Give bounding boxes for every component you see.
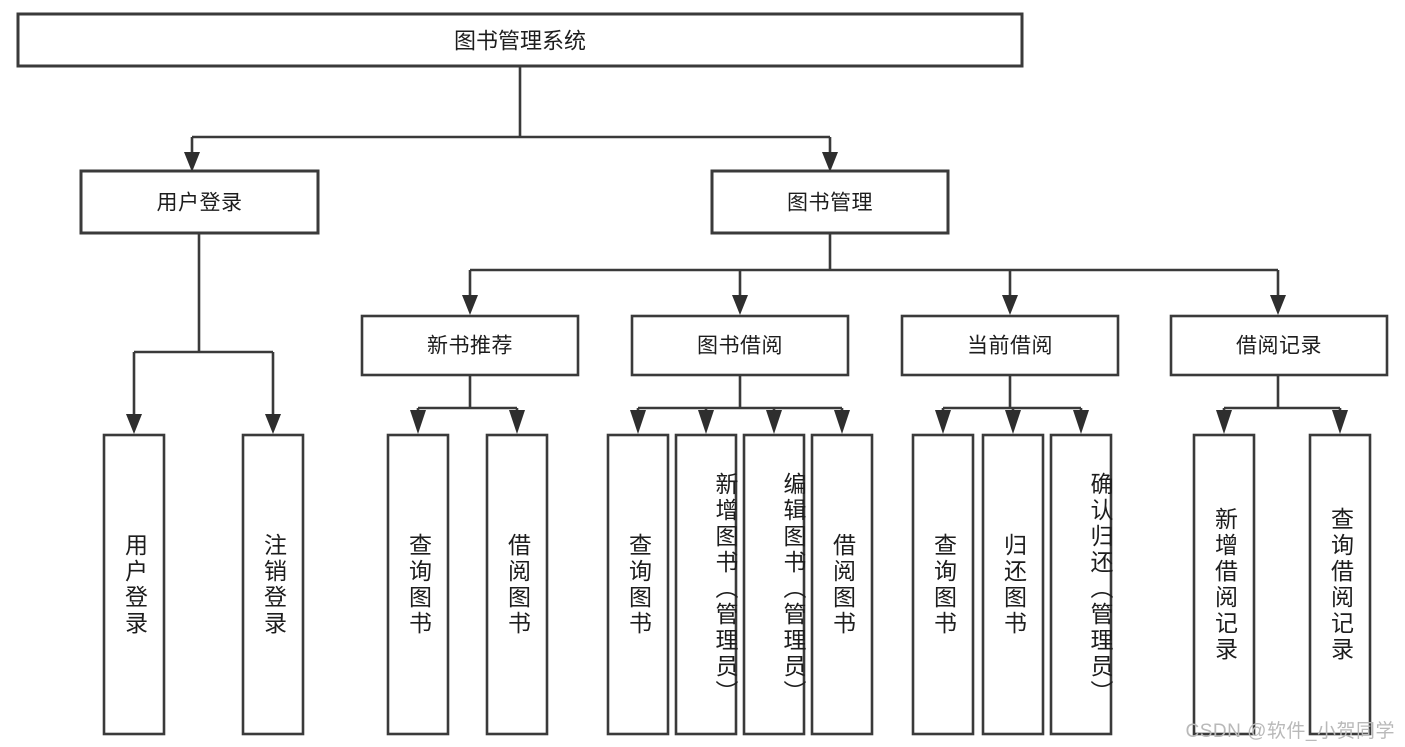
arrow-head-icon [1073, 410, 1089, 434]
arrow-head-icon [265, 414, 281, 434]
node-user-login-label: 用户登录 [157, 192, 243, 215]
arrow-head-icon [1005, 410, 1021, 434]
arrow-head-icon [1270, 295, 1286, 315]
arrow-head-icon [766, 410, 782, 434]
arrow-head-icon [1332, 410, 1348, 434]
arrow-head-icon [410, 410, 426, 434]
node-book-management[interactable] [710, 169, 950, 235]
node-root[interactable] [16, 12, 1024, 68]
node-borrow-record-label: 借阅记录 [1236, 335, 1322, 358]
watermark-text: CSDN @软件_小贺同学 [1185, 721, 1395, 742]
arrow-head-icon [1002, 295, 1018, 315]
node-leaf-query-book-borrow[interactable] [606, 433, 670, 736]
arrow-head-icon [698, 410, 714, 434]
edge-layer [126, 66, 1348, 434]
node-leaf-logout[interactable] [241, 433, 305, 736]
node-leaf-add-book-admin[interactable] [674, 433, 738, 736]
arrow-head-icon [935, 410, 951, 434]
node-layer: 图书管理系统 用户登录 图书管理 新书推荐 图书借阅 当前借阅 借阅记录 [16, 12, 1389, 736]
node-leaf-user-login[interactable] [102, 433, 166, 736]
node-leaf-query-borrow-record[interactable] [1308, 433, 1372, 736]
node-new-book-recommend-label: 新书推荐 [427, 335, 513, 358]
arrow-head-icon [630, 410, 646, 434]
node-user-login[interactable] [79, 169, 320, 235]
node-borrow-record[interactable] [1169, 314, 1389, 377]
arrow-head-icon [509, 410, 525, 434]
node-leaf-query-book-current[interactable] [911, 433, 975, 736]
node-leaf-add-borrow-record[interactable] [1192, 433, 1256, 736]
node-leaf-confirm-return-admin[interactable] [1049, 433, 1113, 736]
node-leaf-borrow-book[interactable] [810, 433, 874, 736]
arrow-head-icon [822, 152, 838, 172]
arrow-head-icon [1216, 410, 1232, 434]
node-new-book-recommend[interactable] [360, 314, 580, 377]
node-leaf-return-book[interactable] [981, 433, 1045, 736]
node-book-borrow[interactable] [630, 314, 850, 377]
node-leaf-borrow-book-rec[interactable] [485, 433, 549, 736]
node-book-management-label: 图书管理 [787, 192, 873, 215]
node-current-borrow[interactable] [900, 314, 1120, 377]
node-current-borrow-label: 当前借阅 [967, 335, 1053, 358]
arrow-head-icon [834, 410, 850, 434]
node-leaf-query-book-rec[interactable] [386, 433, 450, 736]
node-root-label: 图书管理系统 [454, 29, 586, 54]
arrow-head-icon [732, 295, 748, 315]
node-leaf-edit-book-admin[interactable] [742, 433, 806, 736]
arrow-head-icon [126, 414, 142, 434]
node-book-borrow-label: 图书借阅 [697, 335, 783, 358]
arrow-head-icon [462, 295, 478, 315]
arrow-head-icon [184, 152, 200, 172]
